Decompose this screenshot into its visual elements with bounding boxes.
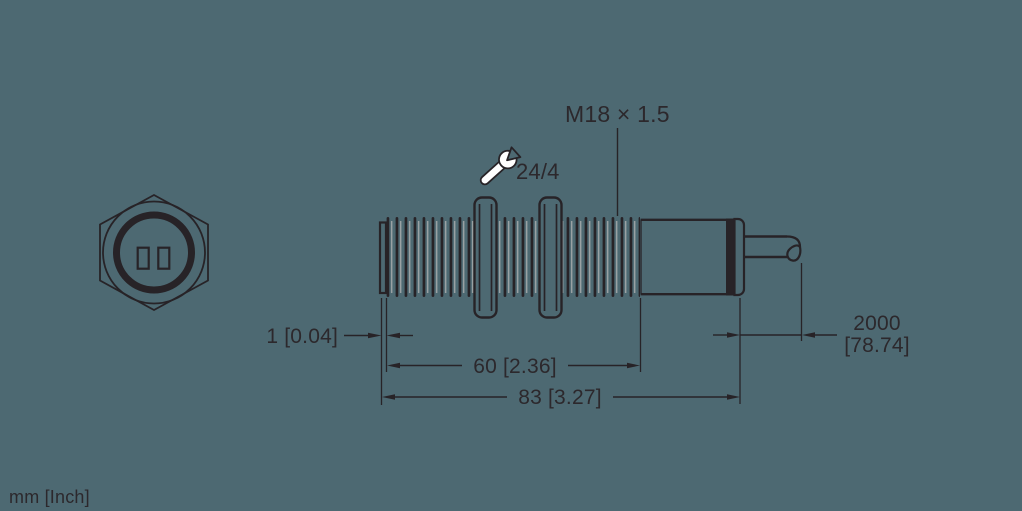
mounting-nut-front [473, 196, 498, 319]
dimension-face-label: 1 [0.04] [266, 325, 338, 348]
cable-break-drop [786, 244, 802, 262]
chamfer-circle [102, 200, 206, 305]
front-view [99, 193, 209, 312]
dimension-cable-length [713, 332, 837, 338]
hex-outline [99, 193, 209, 312]
rear-housing [640, 218, 727, 296]
wrench-size-label: 24/4 [516, 159, 560, 184]
thread-section [386, 217, 640, 297]
cable-length-mm: 2000 [853, 312, 901, 335]
cable-length-inch: [78.74] [844, 334, 910, 357]
barrel-face-ring [113, 211, 195, 294]
thread-spec-label: M18 × 1.5 [565, 101, 670, 127]
dimension-overall-length [382, 394, 740, 400]
dimension-thread-length-label: 60 [2.36] [473, 355, 557, 378]
led-window-left [136, 246, 150, 270]
dimension-cable-length-label: 2000 [78.74] [840, 313, 914, 357]
housing-band [726, 218, 735, 296]
led-window-right [157, 246, 171, 270]
extension-lines [380, 263, 803, 405]
end-cap [733, 217, 746, 297]
dimension-face [344, 332, 413, 339]
dimension-overall-length-label: 83 [3.27] [518, 386, 602, 409]
cable [744, 235, 802, 262]
dimension-thread-length [387, 362, 640, 369]
sensing-face [378, 221, 388, 295]
wrench-icon [479, 146, 522, 186]
units-note: mm [Inch] [9, 487, 90, 507]
side-view [378, 196, 802, 319]
mounting-nut-rear [538, 196, 563, 319]
